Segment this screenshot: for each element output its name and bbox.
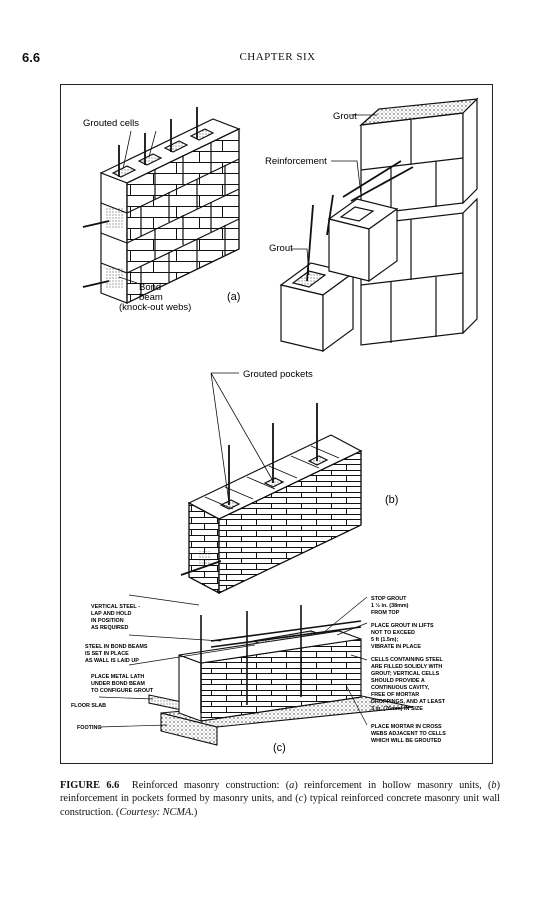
panel-letter-c: (c) (273, 742, 286, 754)
note-vertical-steel-1: VERTICAL STEEL - (91, 604, 140, 610)
caption-segment: ) reinforcement in hollow masonry units,… (294, 780, 492, 791)
caption-segment: ) (193, 806, 198, 818)
note-footing: FOOTING (77, 725, 102, 731)
figure-frame: Grouted cells Bond beam (knock-out webs)… (60, 84, 493, 764)
caption-segment: a (289, 780, 295, 791)
label-grout-bottom: Grout (269, 243, 293, 254)
panel-letter-b: (b) (385, 494, 398, 506)
caption-segment: Courtesy: NCMA. (119, 806, 194, 818)
note-stop-grout-1: STOP GROUT (371, 596, 407, 602)
note-cells-4: SHOULD PROVIDE A (371, 678, 425, 684)
note-stop-grout-3: FROM TOP (371, 610, 400, 616)
note-cells-2: ARE FILLED SOLIDLY WITH (371, 664, 442, 670)
label-grouted-pockets: Grouted pockets (243, 369, 313, 380)
note-lifts-4: VIBRATE IN PLACE (371, 644, 421, 650)
caption-label: FIGURE 6.6 (60, 780, 120, 791)
page-number: 6.6 (22, 50, 41, 65)
note-metal-lath-1: PLACE METAL LATH (91, 674, 144, 680)
panel-letter-a: (a) (227, 291, 240, 303)
chapter-title: CHAPTER SIX (239, 51, 316, 63)
note-mortar-1: PLACE MORTAR IN CROSS (371, 724, 442, 730)
note-cells-1: CELLS CONTAINING STEEL (371, 657, 443, 663)
label-bond-beam-1: Bond (139, 282, 161, 293)
label-grouted-cells: Grouted cells (83, 118, 139, 129)
caption-segment: b (491, 780, 497, 791)
note-lifts-2: NOT TO EXCEED (371, 630, 415, 636)
note-mortar-3: WHICH WILL BE GROUTED (371, 738, 441, 744)
note-bond-beams-1: STEEL IN BOND BEAMS (85, 644, 148, 650)
page-header: 6.6 CHAPTER SIX (0, 0, 555, 70)
panel-c-left-notes: VERTICAL STEEL - LAP AND HOLD IN POSITIO… (71, 604, 154, 731)
panel-a-wall-drawing (82, 107, 241, 304)
panel-c-drawing (98, 594, 414, 746)
note-lifts-3: 5 ft (1.5m); (371, 637, 398, 643)
label-bond-beam-3: (knock-out webs) (119, 302, 191, 313)
note-cells-6: FREE OF MORTAR (371, 692, 419, 698)
panel-b-drawing (180, 372, 363, 594)
note-metal-lath-2: UNDER BOND BEAM (91, 681, 145, 687)
figure-caption: FIGURE 6.6 Reinforced masonry constructi… (60, 779, 500, 819)
note-bond-beams-3: AS WALL IS LAID UP (85, 658, 139, 664)
label-bond-beam-2: beam (139, 292, 163, 303)
note-cells-5: CONTINUOUS CAVITY, (371, 685, 430, 691)
note-stop-grout-2: 1 ½ in. (38mm) (371, 602, 409, 609)
caption-segment: ) reinforcement in pockets formed by mas… (60, 780, 500, 805)
note-vertical-steel-3: IN POSITION (91, 618, 124, 624)
note-cells-7: DROPPINGS, AND AT LEAST (371, 699, 446, 705)
panel-c-right-notes: STOP GROUT 1 ½ in. (38mm) FROM TOP PLACE… (371, 596, 446, 744)
caption-segment: c (298, 793, 304, 805)
note-bond-beams-2: IS SET IN PLACE (85, 651, 129, 657)
caption-segment: ) typical reinforced concrete masonry un… (60, 793, 500, 818)
note-lifts-1: PLACE GROUT IN LIFTS (371, 623, 434, 629)
panel-a-detail-drawing (279, 97, 479, 353)
note-cells-8: 3 in. (76mm) IN SIZE (371, 706, 423, 712)
caption-segment: Reinforced masonry construction: ( (131, 780, 290, 791)
note-metal-lath-3: TO CONFIGURE GROUT (91, 688, 154, 694)
label-grout-top: Grout (333, 111, 357, 122)
note-mortar-2: WEBS ADJACENT TO CELLS (371, 731, 446, 737)
figure-illustration: Grouted cells Bond beam (knock-out webs)… (71, 97, 479, 754)
note-floor-slab: FLOOR SLAB (71, 703, 106, 709)
note-cells-3: GROUT; VERTICAL CELLS (371, 671, 440, 677)
note-vertical-steel-2: LAP AND HOLD (91, 611, 132, 617)
label-reinforcement: Reinforcement (265, 156, 327, 167)
caption-text: Reinforced masonry construction: (a) rei… (60, 780, 500, 818)
note-vertical-steel-4: AS REQUIRED (91, 625, 129, 631)
